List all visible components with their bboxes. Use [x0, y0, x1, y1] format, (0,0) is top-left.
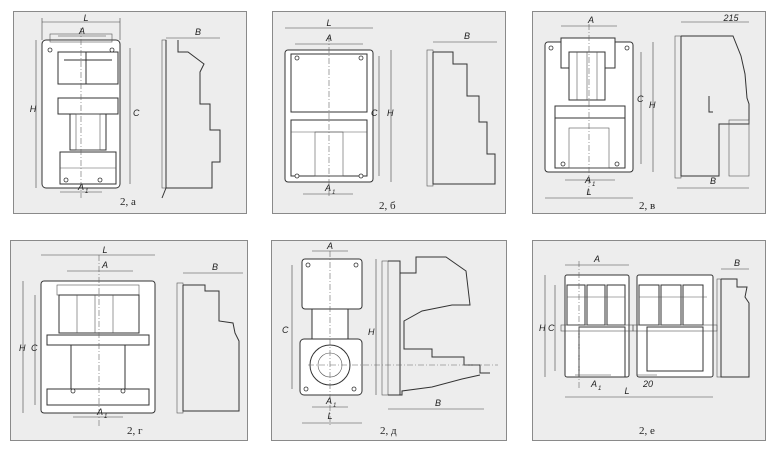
- figure-caption: 2, г: [127, 425, 143, 437]
- dim-label-A1-sub: 1: [104, 414, 107, 420]
- dim-label-A1-sub: 1: [332, 190, 335, 196]
- dim-label-C: C: [548, 323, 555, 333]
- figure-caption: 2, б: [379, 200, 396, 212]
- dim-label-B: B: [464, 31, 470, 41]
- dim-label-A1: A: [590, 379, 597, 389]
- figure-caption: 2, д: [380, 425, 397, 437]
- dim-label-C: C: [371, 108, 378, 118]
- dim-label-A1: A: [77, 182, 84, 192]
- drawing-2e: A A 1 20 L H C B: [539, 254, 750, 398]
- panel-2v: A A 1 L C H 215 B 2, в: [532, 11, 766, 214]
- dim-label-A1-sub: 1: [333, 403, 336, 409]
- dim-label-A1: A: [96, 407, 103, 417]
- dim-label-L: L: [102, 245, 107, 255]
- dim-label-A1: A: [324, 183, 331, 193]
- figure-caption: 2, а: [120, 196, 136, 208]
- dim-label-A: A: [101, 260, 108, 270]
- figure-caption: 2, в: [639, 200, 656, 212]
- dim-label-A1-sub: 1: [598, 386, 601, 392]
- panel-2b: L A A 1 C H B 2, б: [272, 11, 506, 214]
- dim-label-H: H: [30, 104, 37, 114]
- dim-label-B: B: [212, 262, 218, 272]
- drawing-2v: A A 1 L C H 215 B: [544, 13, 750, 199]
- dim-label-C: C: [637, 94, 644, 104]
- drawing-2d: A A 1 L C H B: [282, 241, 498, 425]
- dim-label-H: H: [19, 343, 26, 353]
- dim-label-215: 215: [722, 13, 739, 23]
- dim-label-A: A: [78, 26, 85, 36]
- panel-2d: A A 1 L C H B 2, д: [271, 240, 507, 441]
- drawing-2g: L A A 1 H C B: [19, 245, 243, 427]
- dim-label-A1-sub: 1: [85, 189, 88, 195]
- dim-label-A: A: [326, 241, 333, 251]
- dim-label-A: A: [325, 33, 332, 43]
- dim-label-L: L: [586, 187, 591, 197]
- dim-label-C: C: [282, 325, 289, 335]
- dim-label-C: C: [133, 108, 140, 118]
- dim-label-A1: A: [325, 396, 332, 406]
- dim-label-B: B: [435, 398, 441, 408]
- dim-label-20: 20: [642, 379, 653, 389]
- dim-label-B: B: [195, 27, 201, 37]
- dim-label-H: H: [387, 108, 394, 118]
- dim-label-C: C: [31, 343, 38, 353]
- dim-label-A1: A: [584, 175, 591, 185]
- dim-label-L: L: [326, 18, 331, 28]
- dim-label-A: A: [587, 15, 594, 25]
- dim-label-H: H: [649, 100, 656, 110]
- drawing-2b: L A A 1 C H B: [284, 18, 497, 198]
- dim-label-H: H: [368, 327, 375, 337]
- dim-label-L: L: [327, 411, 332, 421]
- dim-label-B: B: [734, 258, 740, 268]
- dim-label-B: B: [710, 176, 716, 186]
- panel-2g: L A A 1 H C B 2, г: [10, 240, 248, 441]
- figure-caption: 2, е: [639, 425, 655, 437]
- dim-label-A: A: [593, 254, 600, 264]
- panel-2e: A A 1 20 L H C B 2, е: [532, 240, 766, 441]
- dim-label-L: L: [624, 386, 629, 396]
- dim-label-L: L: [83, 13, 88, 23]
- dim-label-A1-sub: 1: [592, 182, 595, 188]
- drawing-2a: L A A 1 H C B: [30, 13, 221, 199]
- dim-label-H: H: [539, 323, 546, 333]
- panel-2a: L A A 1 H C B 2, а: [13, 11, 247, 214]
